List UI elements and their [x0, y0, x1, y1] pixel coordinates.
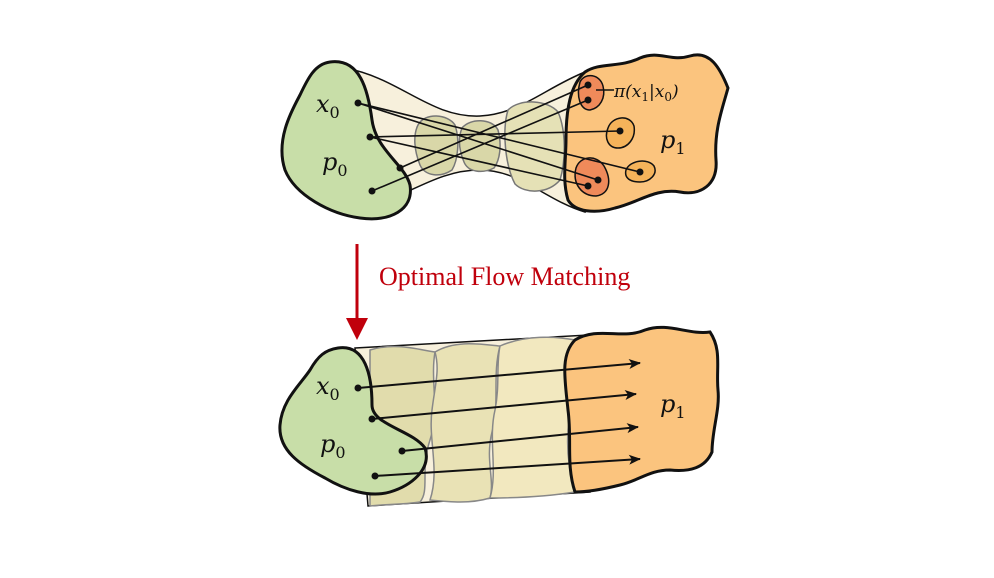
- bottom-target-region: [563, 325, 720, 494]
- coupling-ellipse-1: [577, 74, 605, 111]
- top-diagram: x0 p0 p1 π(x1|x0): [280, 53, 730, 221]
- flow-arrow-2: [371, 390, 637, 420]
- bottom-source-point-3: [398, 447, 406, 455]
- top-points: [354, 81, 644, 195]
- coupling-label: π(x1|x0): [613, 82, 679, 104]
- top-target-point-3: [616, 127, 624, 135]
- coupling-ellipse-3: [574, 157, 610, 197]
- top-target-point-6: [636, 168, 644, 176]
- top-source-point-1: [354, 99, 362, 107]
- coupling-line-1: [357, 102, 599, 181]
- top-target-point-2: [584, 96, 592, 104]
- bottom-diagram: x0 p0 p1: [278, 325, 720, 507]
- top-target-point-4: [584, 182, 592, 190]
- coupling-line-6: [371, 99, 589, 192]
- bottom-source-point-4: [371, 472, 379, 480]
- bottom-source-region: [278, 346, 428, 496]
- bottom-slice-3: [489, 336, 576, 499]
- bottom-p1-label: p1: [660, 390, 686, 422]
- top-p1-label: p1: [660, 126, 686, 158]
- top-target-point-1: [584, 81, 592, 89]
- bottom-source-point-2: [368, 415, 376, 423]
- bottom-source-points: [354, 384, 406, 480]
- bottom-slice-2: [428, 342, 501, 503]
- top-x0-label: x0: [316, 90, 340, 122]
- bottom-source-point-1: [354, 384, 362, 392]
- top-source-point-4: [368, 187, 376, 195]
- top-target-point-5: [594, 176, 602, 184]
- flow-arrows: [357, 358, 641, 477]
- flow-arrow-4: [374, 454, 641, 477]
- coupling-line-5: [399, 84, 589, 169]
- transition-arrow: Optimal Flow Matching: [346, 244, 630, 340]
- top-source-point-2: [366, 133, 374, 141]
- top-source-region: [280, 60, 412, 221]
- top-source-point-3: [396, 164, 404, 172]
- red-arrow-head: [346, 318, 368, 340]
- coupling-line-3: [369, 130, 621, 138]
- bottom-x0-label: x0: [316, 372, 340, 404]
- top-p0-label: p0: [322, 148, 348, 180]
- bottom-p0-label: p0: [320, 430, 346, 462]
- coupling-lines: [357, 84, 641, 192]
- coupling-line-4: [369, 136, 589, 187]
- optimal-flow-matching-label: Optimal Flow Matching: [379, 262, 630, 291]
- flow-arrow-3: [401, 423, 639, 452]
- flow-arrow-1: [357, 358, 641, 389]
